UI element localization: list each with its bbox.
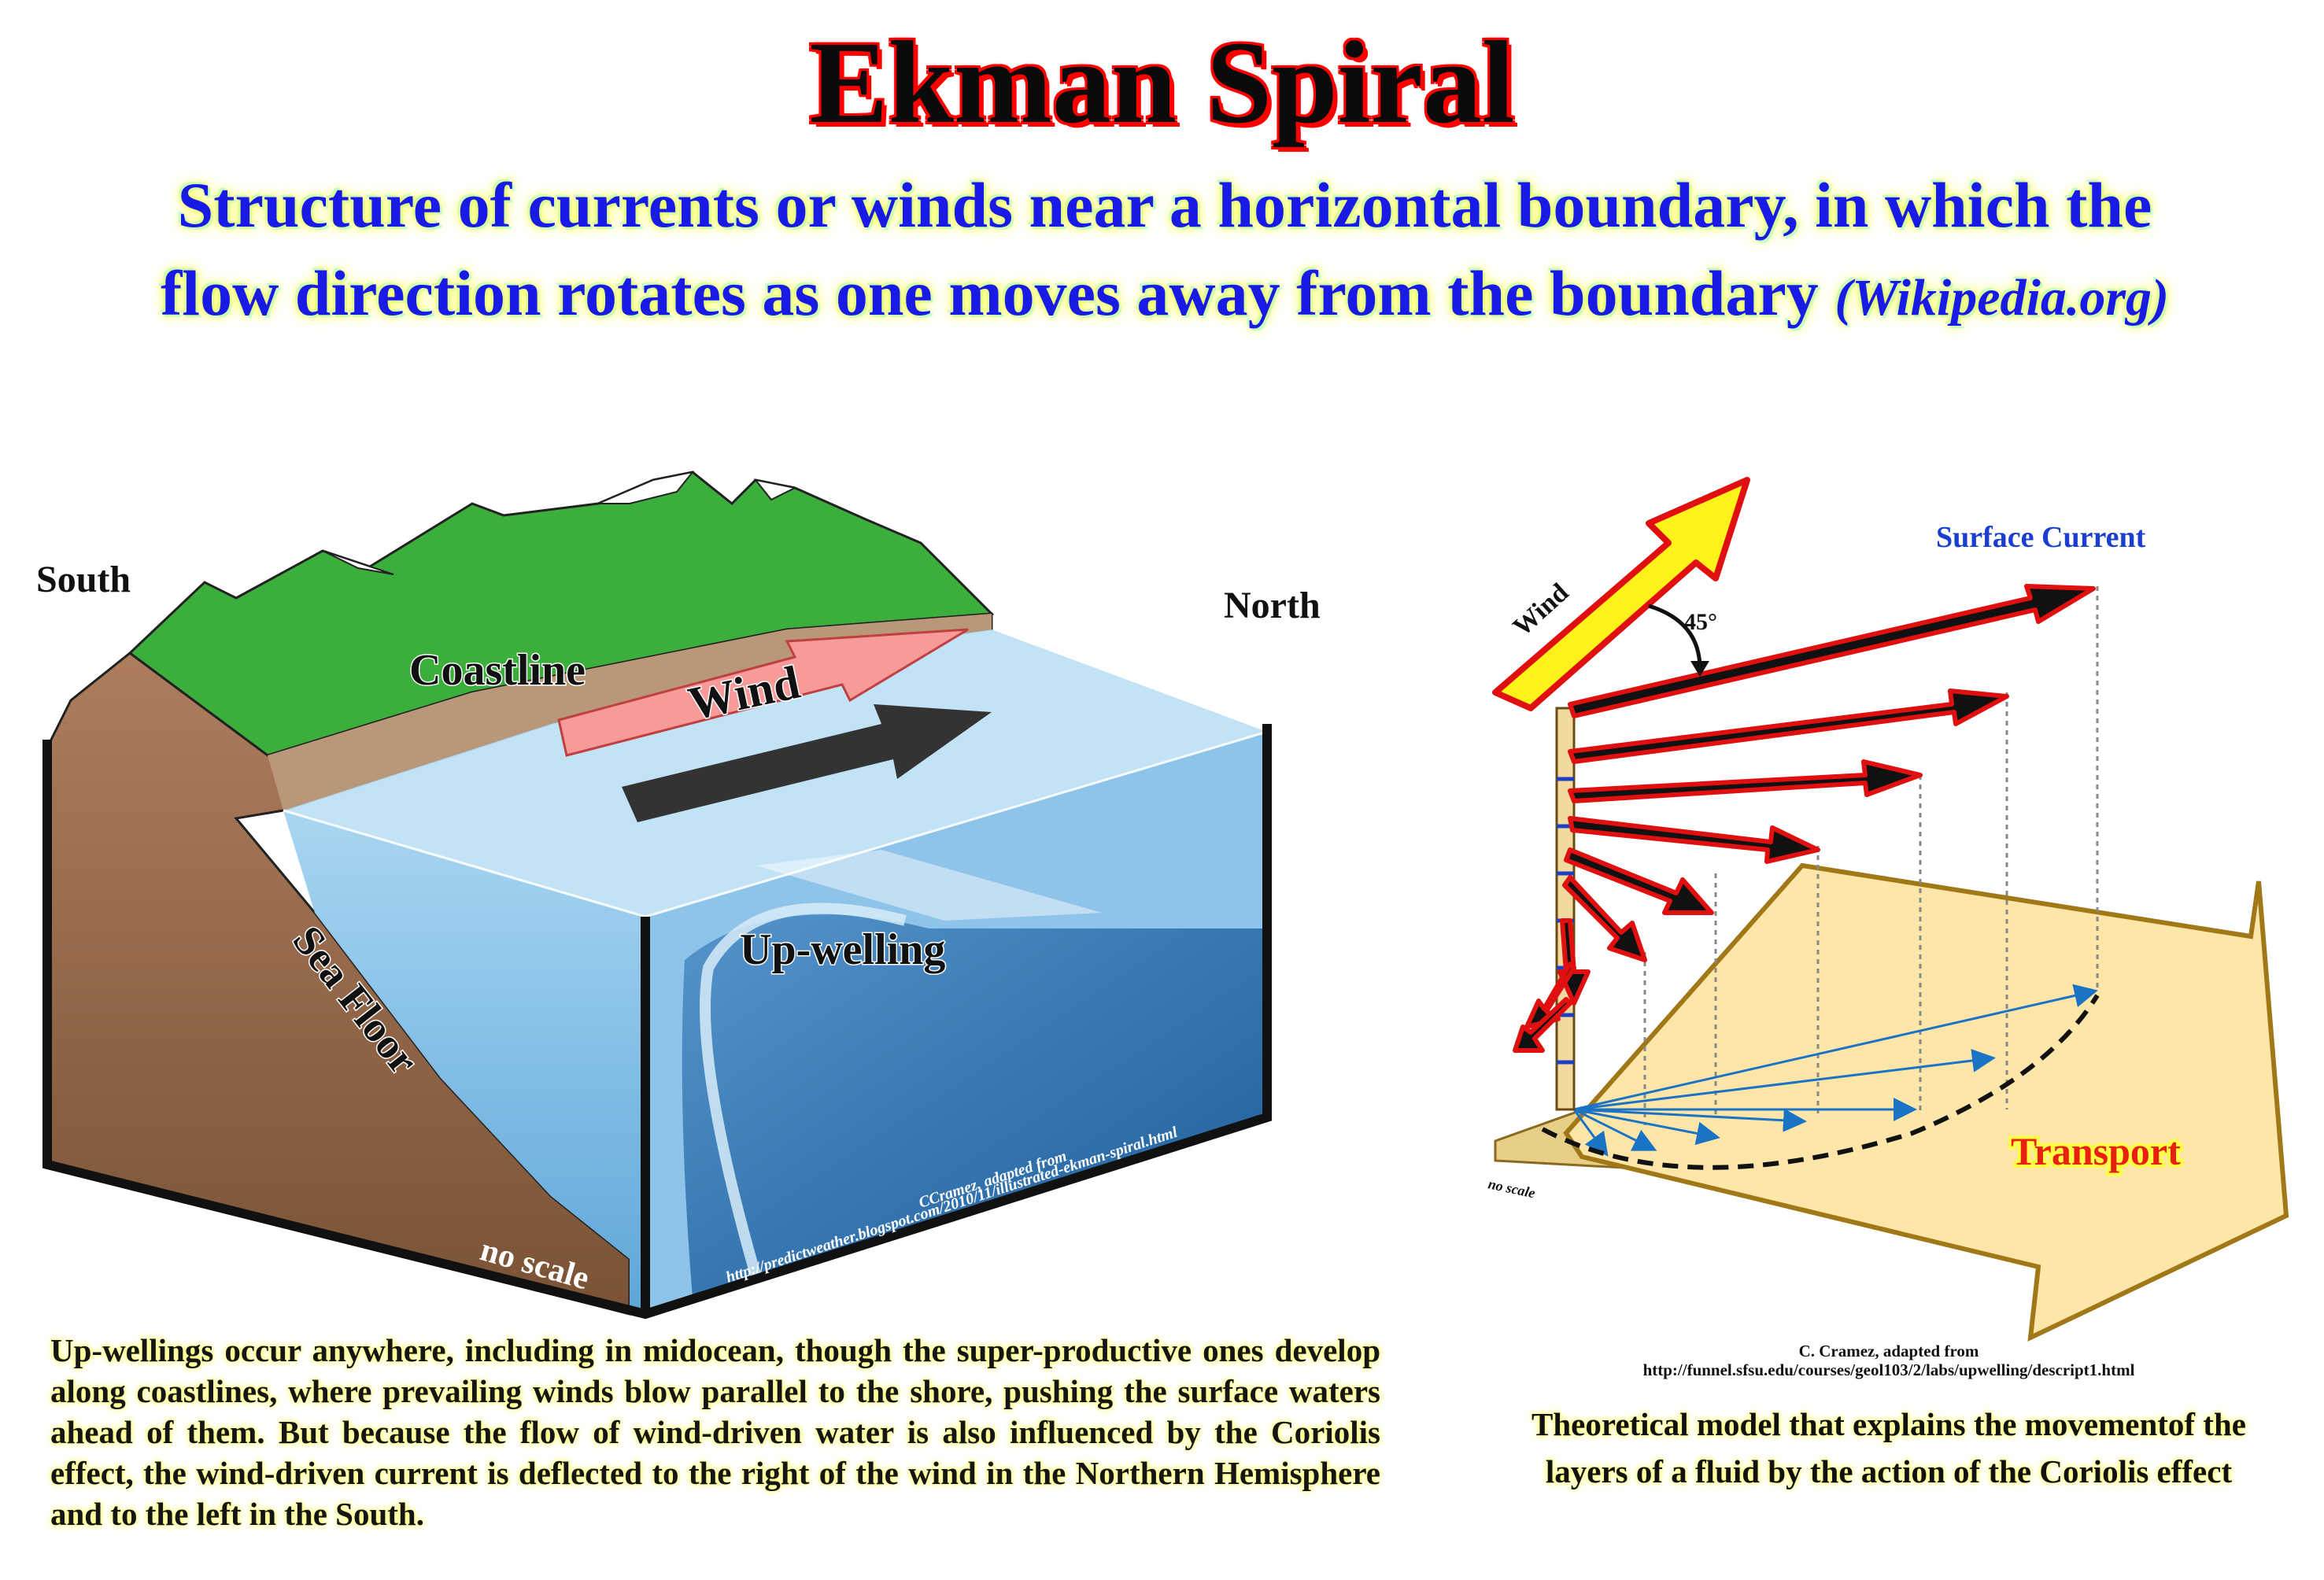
right-diagram <box>1492 477 2289 1342</box>
label-coastline: Coastline <box>409 646 586 695</box>
page-title: Ekman Spiral <box>809 17 1515 148</box>
upwelling-zone <box>682 914 1267 1298</box>
body-text: Up-wellings occur anywhere, including in… <box>50 1332 1380 1532</box>
water-front <box>283 810 645 1314</box>
transport-arrow <box>1563 862 2289 1342</box>
label-angle: 45° <box>1684 609 1717 635</box>
figure-caption: Theoretical model that explains the move… <box>1531 1406 2246 1490</box>
upwelling-flow <box>700 903 907 1276</box>
label-no-scale-right: no scale <box>1487 1176 1536 1201</box>
wind-arrow-yellow <box>1492 477 1750 711</box>
transport-vectors <box>1572 984 2098 1157</box>
surface-current-arrow <box>1568 584 2096 718</box>
snow-caps <box>322 471 798 575</box>
label-upwelling: Up-welling <box>740 925 945 974</box>
transport-envelope <box>1541 994 2100 1170</box>
box-frame <box>42 724 1272 1320</box>
current-arrow-dark <box>622 704 992 822</box>
left-diagram <box>42 471 1272 1320</box>
label-transport: Transport <box>2011 1129 2181 1173</box>
subtitle-source: (Wikipedia.org) <box>1834 269 2169 327</box>
angle-arrowhead <box>1690 661 1709 677</box>
spiral-arrows <box>1513 584 2096 1053</box>
subtitle-text: Structure of currents or winds near a ho… <box>160 169 2152 329</box>
projection-lines <box>1643 586 2099 1125</box>
wind-arrow-pink <box>557 628 969 757</box>
credit-right-line1: C. Cramez, adapted from <box>1798 1342 1979 1360</box>
angle-arc <box>1648 604 1702 670</box>
upwelling-plume <box>756 850 1102 921</box>
label-north: North <box>1224 585 1321 626</box>
subtitle: Structure of currents or winds near a ho… <box>142 161 2188 342</box>
credit-right: C. Cramez, adapted from http://funnel.sf… <box>1480 1342 2298 1379</box>
depth-pole <box>1555 707 1576 1111</box>
label-surface-current: Surface Current <box>1936 521 2146 554</box>
label-south: South <box>36 559 131 600</box>
credit-right-line2: http://funnel.sfsu.edu/courses/geol103/2… <box>1642 1360 2135 1379</box>
